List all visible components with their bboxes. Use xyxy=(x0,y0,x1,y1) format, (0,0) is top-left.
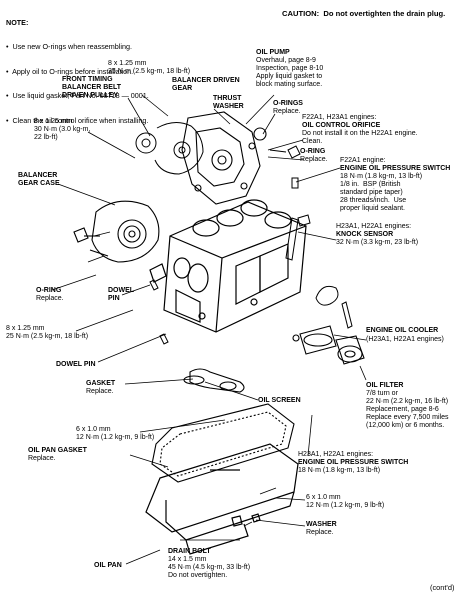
oil-cooler-title: ENGINE OIL COOLER xyxy=(366,327,439,334)
knock-text: 32 N·m (3.3 kg-m, 23 lb-ft) xyxy=(336,239,419,246)
note-line: • Use new O-rings when reassembling. xyxy=(6,42,132,52)
oil-screen-drawing xyxy=(183,368,245,393)
oil-pan-drawing xyxy=(145,443,299,555)
washer-title: WASHER xyxy=(306,521,337,528)
note-heading: NOTE: xyxy=(6,18,29,27)
oil-cooler-drawing xyxy=(292,325,365,365)
oil-pan-gasket-text: Replace. xyxy=(28,455,56,462)
oil-filter-title: OIL FILTER xyxy=(366,382,404,389)
gasket-text: Replace. xyxy=(86,388,114,395)
oil-pan-gasket-drawing xyxy=(151,403,295,483)
o-ring-right-text: Replace. xyxy=(300,156,328,163)
dowel-pins-drawing xyxy=(149,279,169,345)
o-ring-right-title: O-RING xyxy=(300,148,326,155)
right-bolt-spec: 6 x 1.0 mm 12 N·m (1.2 kg-m, 9 lb-ft) xyxy=(306,494,385,509)
oil-pump-text: Overhaul, page 8-9 Inspection, page 8-10… xyxy=(256,57,324,88)
pan-bolt-spec: 6 x 1.0 mm 12 N·m (1.2 kg-m, 9 lb-ft) xyxy=(76,426,155,441)
note-line: • Clean the oil control orifice when ins… xyxy=(6,115,149,125)
drain-bolt-text: 14 x 1.5 mm 45 N·m (4.5 kg-m, 33 lb-ft) … xyxy=(168,556,251,579)
o-rings-top-title: O-RINGS xyxy=(273,100,303,107)
top-hardware xyxy=(269,145,301,189)
balancer-gear-case-drawing xyxy=(73,200,160,263)
ops2-title: ENGINE OIL PRESSURE SWITCH xyxy=(298,459,409,466)
knock-head: H23A1, H22A1 engines: xyxy=(336,223,412,230)
orifice-head: F22A1, H23A1 engines: xyxy=(302,114,377,121)
knock-sensor-drawing xyxy=(285,214,353,329)
o-ring-left-text: Replace. xyxy=(36,295,64,302)
ops-title: ENGINE OIL PRESSURE SWITCH xyxy=(340,165,451,172)
oil-pump-drawing xyxy=(181,111,267,205)
balancer-gear-case-label: BALANCER GEAR CASE xyxy=(18,172,60,187)
oil-pan-gasket-title: OIL PAN GASKET xyxy=(28,447,87,454)
oil-filter-text: 7/8 turn or 22 N·m (2.2 kg-m, 16 lb-ft) … xyxy=(366,390,449,429)
engine-block-drawing xyxy=(149,199,307,333)
bolt-top-spec: 8 x 1.25 mm 25 N·m (2.5 kg-m, 18 lb-ft) xyxy=(108,60,191,75)
knock-title: KNOCK SENSOR xyxy=(336,231,394,238)
left-bolt-spec: 8 x 1.25 mm 30 N·m (3.0 kg-m, 22 lb-ft) xyxy=(34,118,91,141)
dowel-pin-label-2: DOWEL PIN xyxy=(56,361,96,368)
oil-cooler-text: (H23A1, H22A1 engines) xyxy=(366,336,444,343)
balancer-pulley-drawing xyxy=(135,122,204,175)
thrust-washer-label: THRUST WASHER xyxy=(213,95,244,110)
orifice-text: Do not install it on the H22A1 engine. C… xyxy=(302,130,418,145)
front-timing-pulley-label: FRONT TIMING BALANCER BELT DRIVEN PULLEY xyxy=(62,76,121,99)
oil-screen-label: OIL SCREEN xyxy=(258,397,301,404)
ops2-head: H23A1, H22A1 engines: xyxy=(298,451,374,458)
gasket-title: GASKET xyxy=(86,380,116,387)
ops2-text: 18 N·m (1.8 kg-m, 13 lb-ft) xyxy=(298,467,381,474)
note-line: • Apply oil to O-rings before installati… xyxy=(6,66,134,76)
note-block: NOTE: • Use new O-rings when reassemblin… xyxy=(6,3,149,133)
note-line: • Use liquid gasket, Part No. 08718 — 00… xyxy=(6,91,149,101)
drain-bolt-title: DRAIN BOLT xyxy=(168,548,211,555)
washer-text: Replace. xyxy=(306,529,334,536)
caution-text: CAUTION: Do not overtighten the drain pl… xyxy=(282,9,446,18)
oil-pump-title: OIL PUMP xyxy=(256,49,290,56)
contd-label: (cont'd) xyxy=(430,583,455,592)
oil-pan-label: OIL PAN xyxy=(94,562,122,569)
ops-head: F22A1 engine: xyxy=(340,157,386,164)
left-lower-spec: 8 x 1.25 mm 25 N·m (2.5 kg-m, 18 lb-ft) xyxy=(6,325,89,340)
ops-text: 18 N·m (1.8 kg-m, 13 lb-ft) 1/8 in. BSP … xyxy=(340,173,423,212)
o-rings-top-text: Replace. xyxy=(273,108,301,115)
balancer-driven-gear-label: BALANCER DRIVEN GEAR xyxy=(172,77,240,92)
dowel-pin-label: DOWEL PIN xyxy=(108,287,135,302)
orifice-title: OIL CONTROL ORIFICE xyxy=(302,122,381,129)
o-ring-left-title: O-RING xyxy=(36,287,62,294)
bolts-drawing xyxy=(87,231,277,527)
